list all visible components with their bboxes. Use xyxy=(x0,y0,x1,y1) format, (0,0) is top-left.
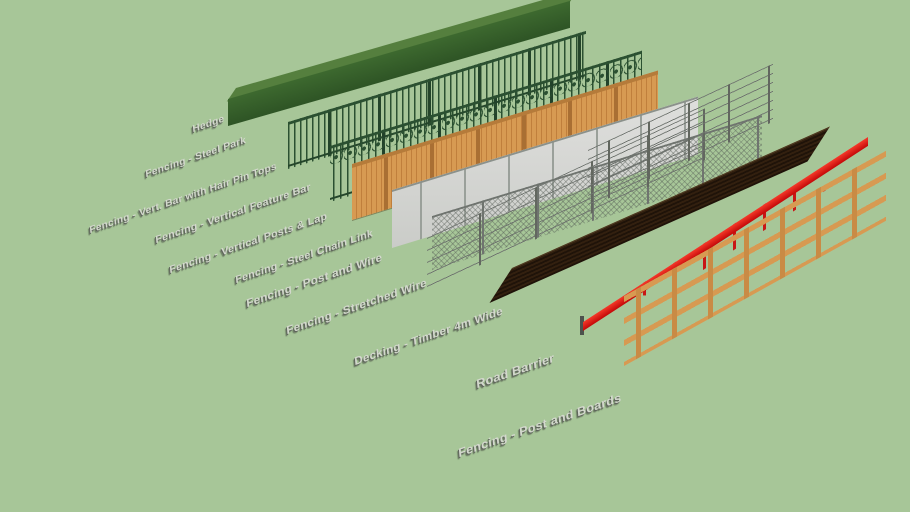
ground-label-9[interactable]: Decking - Timber 4m Wide xyxy=(353,303,504,368)
ground-label-4[interactable]: Fencing - Vertical Feature Bar xyxy=(155,181,312,246)
ground-label-1[interactable]: Hedge xyxy=(192,112,225,135)
ground-label-2[interactable]: Fencing - Steel Park xyxy=(145,134,247,180)
ground-label-11[interactable]: Fencing - Post and Boards xyxy=(457,390,622,460)
ground-label-10[interactable]: Road Barrier xyxy=(475,350,555,391)
ground-label-5[interactable]: Fencing - Vertical Posts & Lap xyxy=(169,210,328,276)
road-barrier-end-post[interactable] xyxy=(580,316,584,335)
